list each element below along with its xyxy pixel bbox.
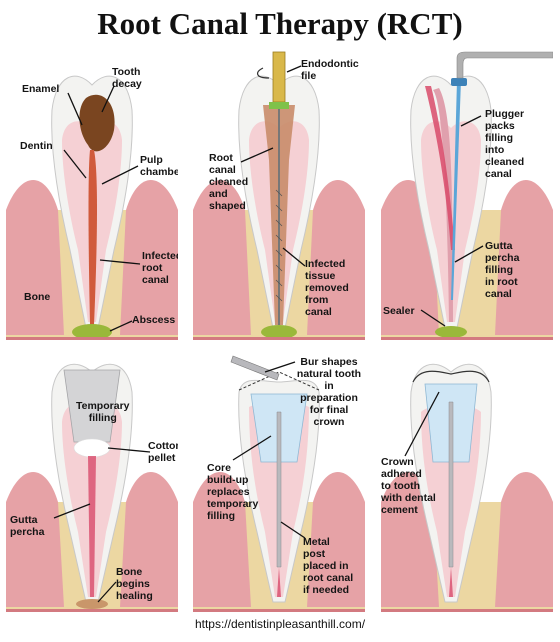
- plugger-handle: [456, 51, 553, 79]
- label-infected-root-canal: Infected root canal: [142, 250, 178, 286]
- label-core-buildup: Core build-up replaces temporary filling: [207, 462, 259, 522]
- file-shaft: [278, 109, 280, 325]
- label-bone-healing: Bone begins healing: [116, 566, 153, 602]
- label-tooth-decay: Tooth decay: [112, 66, 142, 90]
- label-crown-adhered: Crown adhered to tooth with dental cemen…: [381, 456, 436, 516]
- panel-cleaning: Endodontic file Root canal cleaned and s…: [193, 50, 365, 340]
- label-dentin: Dentin: [20, 140, 53, 152]
- gutta-percha-cone: [425, 86, 455, 250]
- panel-crown: Crown adhered to tooth with dental cemen…: [381, 352, 553, 642]
- metal-post-shape: [276, 411, 282, 568]
- metal-post-shape: [448, 401, 454, 568]
- file-handle: [272, 51, 286, 103]
- abscess-blob: [261, 325, 297, 339]
- gum-left: [6, 180, 64, 335]
- label-gutta-percha-filling: Gutta percha filling in root canal: [485, 240, 520, 300]
- leader-lines: [53, 447, 151, 603]
- temporary-filling-illustration: [6, 363, 178, 612]
- label-plugger: Plugger packs filling into cleaned canal: [485, 108, 525, 180]
- gum-right: [307, 180, 365, 335]
- filling-illustration: [381, 51, 553, 340]
- label-gutta-percha: Gutta percha: [10, 514, 45, 538]
- crown-illustration: [381, 363, 553, 612]
- decay-cavity: [79, 94, 115, 152]
- source-url[interactable]: https://dentistinpleasanthill.com/: [194, 617, 366, 631]
- gum-left: [193, 180, 251, 335]
- panel-filling: Plugger packs filling into cleaned canal…: [381, 50, 553, 340]
- label-sealer: Sealer: [383, 305, 415, 317]
- cleaning-illustration: [193, 51, 365, 340]
- sealer-blob: [435, 326, 467, 338]
- core-buildup-illustration: [193, 355, 365, 612]
- cotton-pellet-shape: [73, 438, 111, 458]
- title: Root Canal Therapy (RCT): [97, 6, 463, 41]
- file-stopper: [269, 102, 289, 109]
- label-metal-post: Metal post placed in root canal if neede…: [303, 536, 354, 596]
- rotation-arrow: [257, 67, 270, 79]
- panel-infected-tooth: Enamel Tooth decay Dentin Pulp chamber I…: [6, 50, 178, 340]
- infected-tooth-illustration: [6, 75, 178, 340]
- label-endodontic-file: Endodontic file: [301, 58, 359, 82]
- gum-left: [6, 472, 64, 607]
- label-temporary-filling: Temporary filling: [76, 400, 130, 424]
- plugger-collar: [451, 78, 467, 86]
- crown-cap-edge: [412, 370, 490, 383]
- gum-right: [495, 472, 553, 607]
- label-abscess: Abscess: [132, 314, 176, 326]
- gum-left: [193, 472, 251, 607]
- gum-right: [307, 472, 365, 607]
- gutta-percha-fill: [433, 88, 453, 322]
- label-root-canal-cleaned: Root canal cleaned and shaped: [209, 152, 249, 212]
- temporary-filling-shape: [63, 369, 121, 443]
- plugger-tip: [451, 80, 461, 300]
- leader-lines: [420, 115, 484, 327]
- abscess-blob: [72, 324, 112, 340]
- gum-right: [120, 180, 178, 335]
- leader-lines: [63, 85, 141, 332]
- leader-lines: [232, 361, 306, 539]
- leader-lines: [404, 391, 440, 457]
- healing-bone: [76, 599, 108, 609]
- label-pulp-chamber: Pulp chamber: [140, 154, 178, 178]
- label-bur-shapes: Bur shapes natural tooth in preparation …: [296, 356, 362, 428]
- label-enamel: Enamel: [22, 83, 60, 95]
- gum-right: [495, 180, 553, 335]
- panel-temporary-filling: Temporary filling Cotton pellet Gutta pe…: [6, 352, 178, 642]
- label-bone: Bone: [24, 291, 51, 303]
- label-cotton-pellet: Cotton pellet: [148, 440, 178, 464]
- gutta-percha-shape: [88, 456, 96, 597]
- infected-pulp: [88, 150, 97, 325]
- label-infected-tissue-removed: Infected tissue removed from canal: [305, 258, 349, 318]
- gum-right: [120, 472, 178, 607]
- leader-lines: [240, 65, 306, 267]
- bur-shape: [230, 355, 280, 381]
- panel-core-buildup: Bur shapes natural tooth in preparation …: [193, 352, 365, 642]
